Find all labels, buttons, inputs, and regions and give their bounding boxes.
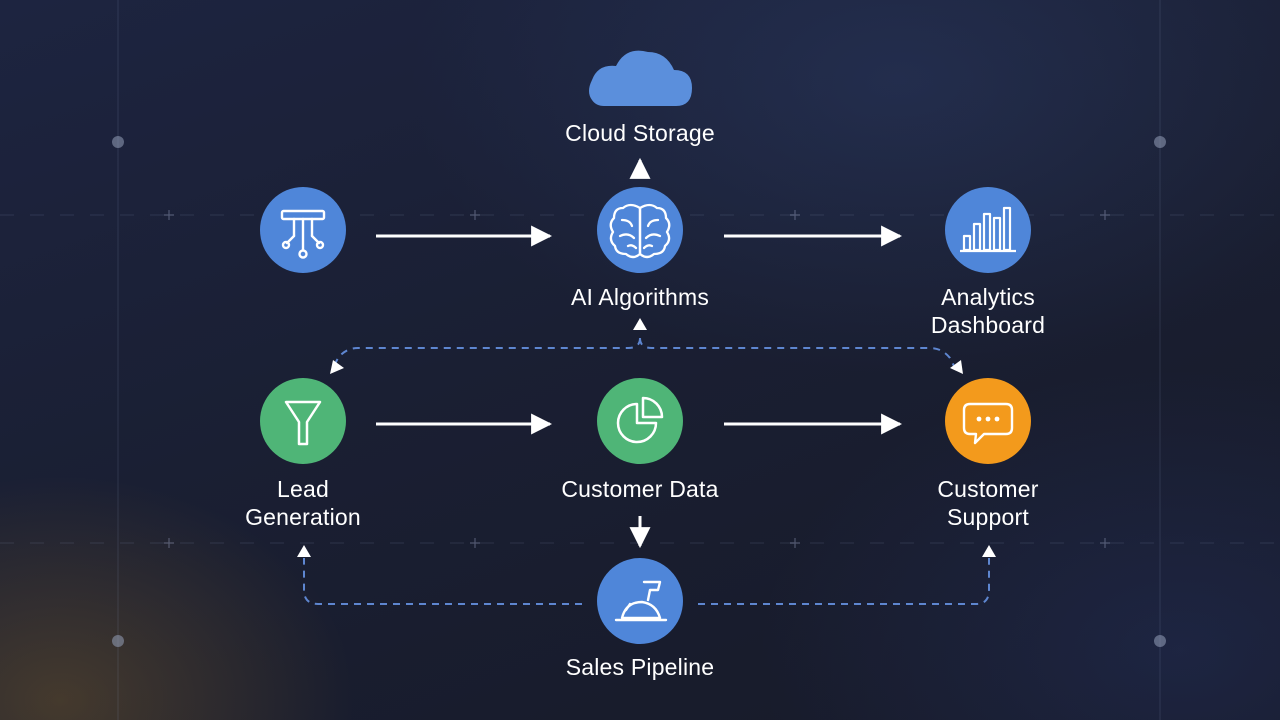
sales-pipeline-label: Sales Pipeline bbox=[565, 654, 715, 680]
pie-chart-icon bbox=[616, 396, 664, 444]
brain-icon bbox=[609, 203, 671, 259]
data-source-icon bbox=[280, 209, 326, 259]
lead-generation-label-line-2: Generation bbox=[245, 504, 361, 530]
node-customer-support bbox=[945, 378, 1031, 464]
analytics-dashboard-label-line-2: Dashboard bbox=[930, 312, 1046, 338]
node-data-source bbox=[260, 187, 346, 273]
cloud-icon bbox=[589, 50, 692, 106]
dashed-arrowheads bbox=[297, 318, 996, 557]
node-ai-algorithms bbox=[597, 187, 683, 273]
node-sales-pipeline bbox=[597, 558, 683, 644]
node-lead-generation bbox=[260, 378, 346, 464]
customer-support-label-line-1: Customer bbox=[937, 476, 1039, 502]
node-analytics-dashboard bbox=[945, 187, 1031, 273]
grid-dots bbox=[112, 136, 1166, 647]
cloud-storage-label: Cloud Storage bbox=[565, 120, 715, 146]
customer-support-label-line-2: Support bbox=[947, 504, 1029, 530]
lead-generation-label: Lead Generation bbox=[173, 475, 433, 531]
funnel-icon bbox=[284, 400, 322, 446]
solid-arrows bbox=[376, 157, 903, 549]
grid-crosses bbox=[164, 210, 1110, 548]
dashed-link-ai-to-support bbox=[639, 337, 956, 369]
dashed-link-ai-to-lead bbox=[332, 337, 641, 369]
dashed-links bbox=[303, 337, 990, 605]
dashed-link-pipeline-to-support bbox=[698, 558, 990, 605]
lead-generation-label-line-1: Lead bbox=[277, 476, 329, 502]
bar-chart-icon bbox=[960, 206, 1016, 253]
ai-algorithms-label: AI Algorithms bbox=[570, 284, 710, 310]
dashed-link-pipeline-to-lead bbox=[303, 558, 582, 605]
pipeline-icon bbox=[614, 580, 668, 622]
customer-support-label: Customer Support bbox=[858, 475, 1118, 531]
analytics-dashboard-label-line-1: Analytics bbox=[941, 284, 1035, 310]
analytics-dashboard-label: Analytics Dashboard bbox=[858, 283, 1118, 339]
node-customer-data bbox=[597, 378, 683, 464]
chat-icon bbox=[962, 402, 1014, 445]
customer-data-label: Customer Data bbox=[561, 476, 719, 502]
